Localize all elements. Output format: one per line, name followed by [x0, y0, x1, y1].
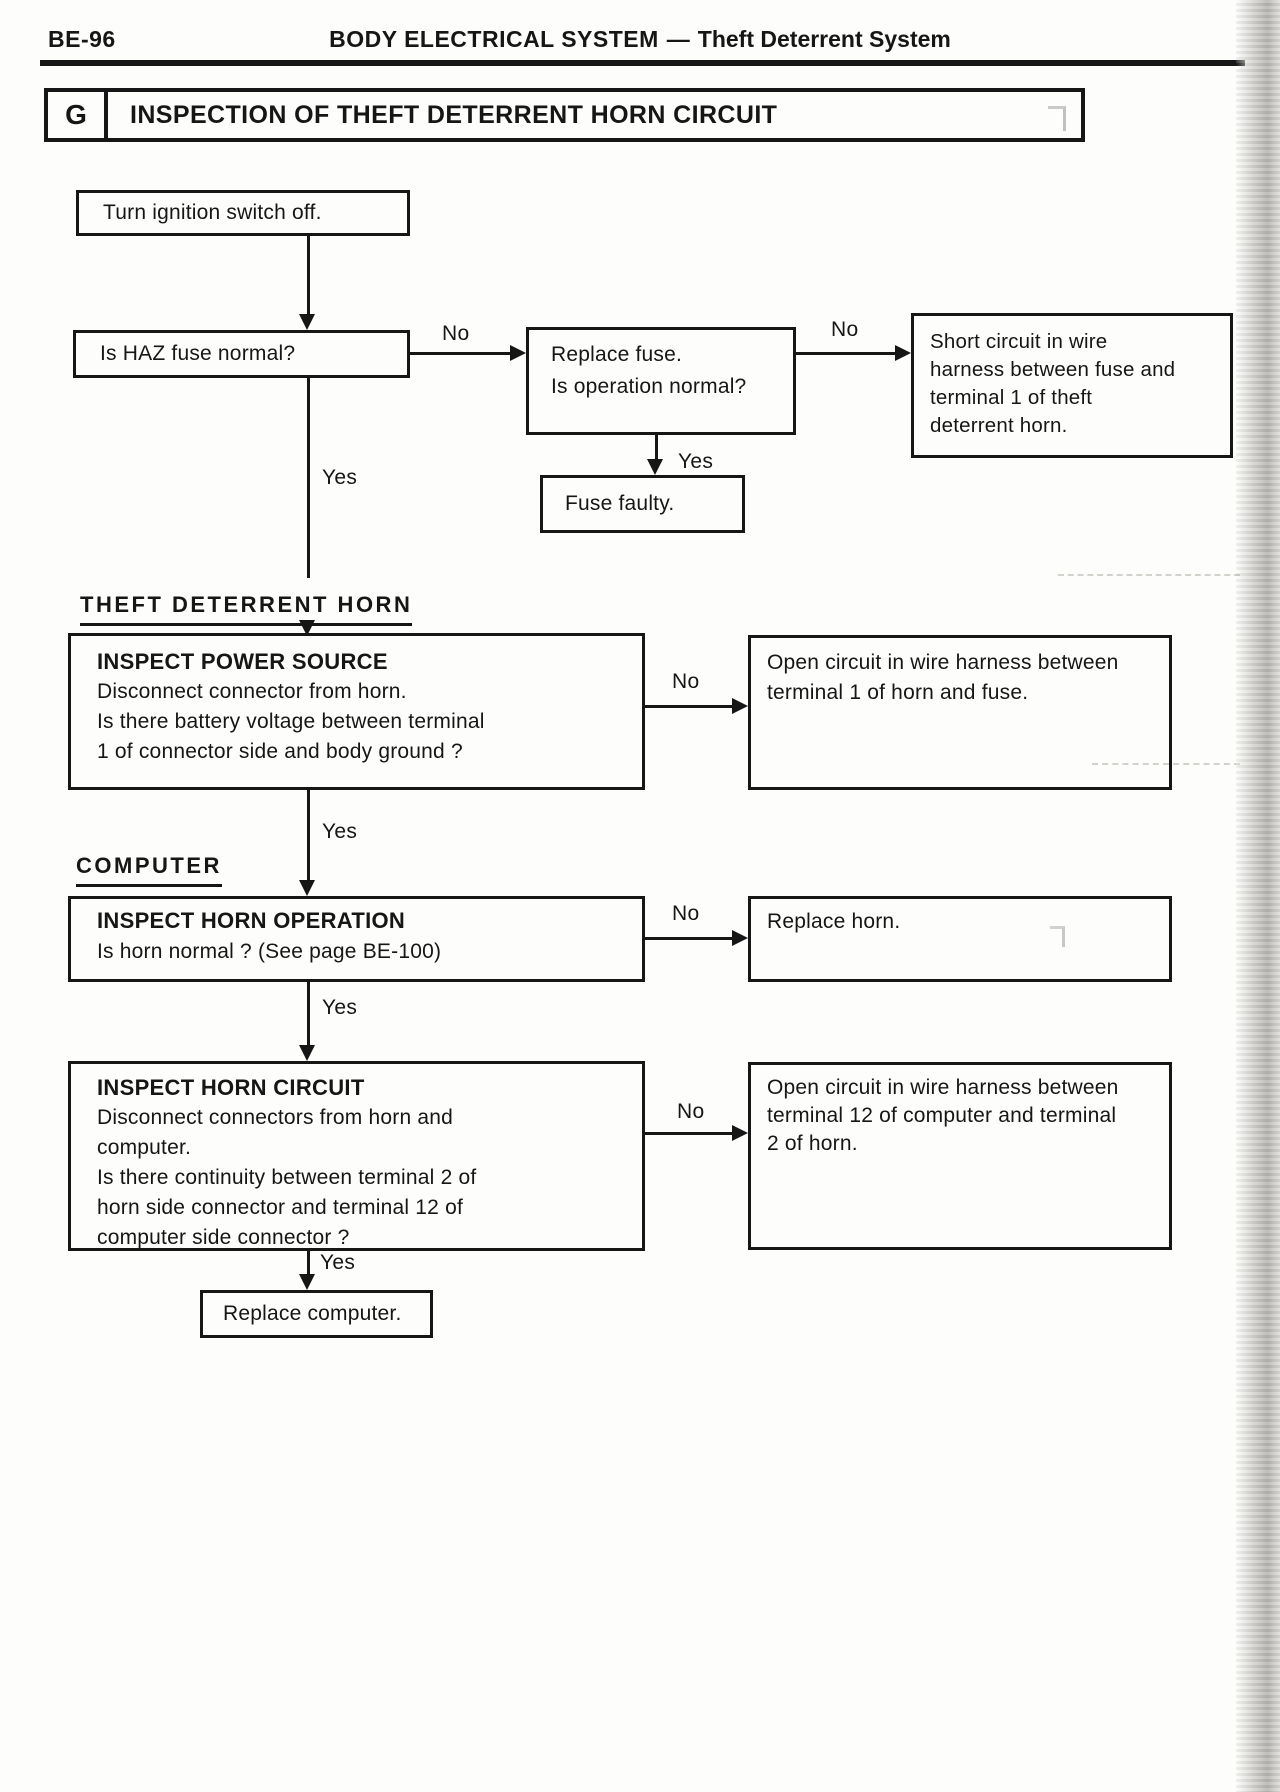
flow-box-inspect-horn-circuit: INSPECT HORN CIRCUIT Disconnect connecto… [68, 1061, 645, 1251]
decision-label-yes: Yes [322, 996, 358, 1019]
flow-box-open-circuit-horn-fuse: Open circuit in wire harness between ter… [748, 635, 1172, 790]
box-title: INSPECT POWER SOURCE [97, 649, 388, 674]
section-letter: G [48, 92, 108, 138]
connector-line [645, 937, 734, 940]
arrow-down-icon [299, 314, 315, 330]
connector-line [307, 982, 310, 1047]
decision-label-no: No [672, 670, 700, 693]
box-title: INSPECT HORN CIRCUIT [97, 1075, 365, 1100]
text-line: terminal 12 of computer and terminal [767, 1104, 1117, 1127]
text-line: terminal 1 of theft [930, 386, 1093, 409]
connector-line [645, 1132, 734, 1135]
text-line: deterrent horn. [930, 414, 1068, 437]
text-line: computer side connector ? [97, 1226, 350, 1249]
flow-box-haz-fuse: Is HAZ fuse normal? [73, 330, 410, 378]
decision-label-yes: Yes [322, 820, 358, 843]
scan-artifact [1048, 106, 1066, 131]
text-line: harness between fuse and [930, 358, 1176, 381]
header-separator: — [666, 26, 690, 52]
connector-line [796, 352, 896, 355]
scan-artifact [1058, 574, 1240, 576]
arrow-down-icon [299, 620, 315, 636]
text-line: 1 of connector side and body ground ? [97, 740, 463, 763]
connector-line [307, 790, 310, 882]
connector-line [307, 236, 310, 317]
arrow-down-icon [299, 1045, 315, 1061]
scan-artifact [1092, 763, 1240, 765]
text-line: Is HAZ fuse normal? [100, 342, 296, 365]
flow-box-replace-computer: Replace computer. [200, 1290, 433, 1338]
text-line: Replace fuse. [551, 343, 683, 366]
text-line: Short circuit in wire [930, 330, 1108, 353]
page-number: BE-96 [48, 26, 116, 52]
arrow-right-icon [732, 1125, 748, 1141]
connector-line [307, 1251, 310, 1276]
flow-box-inspect-horn-operation: INSPECT HORN OPERATION Is horn normal ? … [68, 896, 645, 982]
text-line: Is horn normal ? (See page BE-100) [97, 940, 442, 963]
decision-label-no: No [442, 322, 470, 345]
header-title: BODY ELECTRICAL SYSTEM — Theft Deterrent S… [0, 26, 1280, 53]
scan-edge-artifact [1236, 0, 1280, 1792]
decision-label-yes: Yes [322, 466, 358, 489]
arrow-down-icon [299, 880, 315, 896]
text-line: Open circuit in wire harness between [767, 1076, 1119, 1099]
header-rule [40, 60, 1245, 66]
text-line: computer. [97, 1136, 192, 1159]
text-line: Replace horn. [767, 910, 901, 933]
decision-label-no: No [831, 318, 859, 341]
box-title: INSPECT HORN OPERATION [97, 908, 406, 933]
arrow-right-icon [510, 345, 526, 361]
arrow-down-icon [647, 459, 663, 475]
text-line: Turn ignition switch off. [103, 201, 322, 224]
connector-line [410, 352, 512, 355]
arrow-right-icon [732, 698, 748, 714]
connector-line [645, 705, 734, 708]
flow-box-inspect-power-source: INSPECT POWER SOURCE Disconnect connecto… [68, 633, 645, 790]
text-line: horn side connector and terminal 12 of [97, 1196, 463, 1219]
connector-line [307, 378, 310, 578]
text-line: Disconnect connector from horn. [97, 680, 407, 703]
header-subsystem-title: Theft Deterrent System [697, 26, 951, 52]
decision-label-no: No [677, 1100, 705, 1123]
connector-line [655, 435, 658, 462]
decision-label-yes: Yes [678, 450, 714, 473]
text-line: Disconnect connectors from horn and [97, 1106, 454, 1129]
section-title: INSPECTION OF THEFT DETERRENT HORN CIRCU… [130, 100, 778, 129]
section-title-box: G INSPECTION OF THEFT DETERRENT HORN CIR… [44, 88, 1085, 142]
text-line: terminal 1 of horn and fuse. [767, 681, 1029, 704]
flow-box-fuse-faulty: Fuse faulty. [540, 475, 745, 533]
section-label-computer: COMPUTER [76, 853, 222, 887]
header-system-title: BODY ELECTRICAL SYSTEM [329, 26, 659, 52]
text-line: Is operation normal? [551, 375, 747, 398]
text-line: Open circuit in wire harness between [767, 651, 1119, 674]
text-line: Fuse faulty. [565, 492, 675, 515]
text-line: Is there battery voltage between termina… [97, 710, 485, 733]
flow-box-turn-ignition: Turn ignition switch off. [76, 190, 410, 236]
arrow-right-icon [895, 345, 911, 361]
arrow-down-icon [299, 1274, 315, 1290]
decision-label-yes: Yes [320, 1251, 356, 1274]
section-label-theft-deterrent-horn: THEFT DETERRENT HORN [80, 592, 413, 626]
arrow-right-icon [732, 930, 748, 946]
text-line: 2 of horn. [767, 1132, 858, 1155]
flow-box-replace-fuse: Replace fuse. Is operation normal? [526, 327, 796, 435]
decision-label-no: No [672, 902, 700, 925]
text-line: Replace computer. [223, 1302, 402, 1325]
flow-box-replace-horn: Replace horn. [748, 896, 1172, 982]
scan-artifact [1050, 926, 1065, 947]
flow-box-open-circuit-computer-horn: Open circuit in wire harness between ter… [748, 1062, 1172, 1250]
text-line: Is there continuity between terminal 2 o… [97, 1166, 477, 1189]
flow-box-short-circuit: Short circuit in wire harness between fu… [911, 313, 1233, 458]
